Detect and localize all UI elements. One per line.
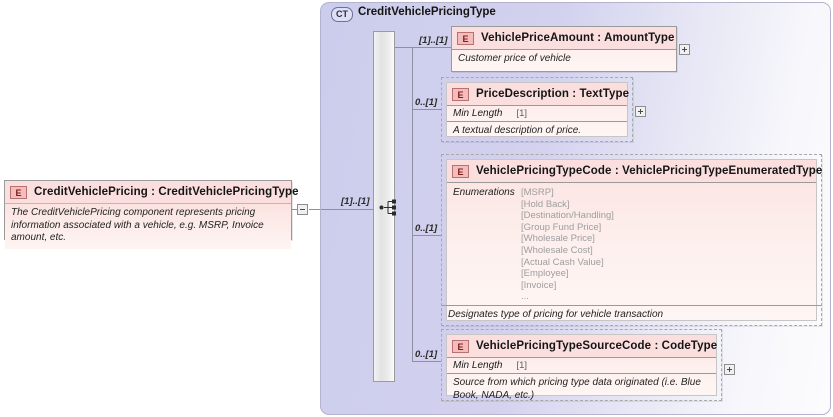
child-4-inner: E VehiclePricingTypeSourceCode : CodeTyp… [446,334,718,401]
root-element-box[interactable]: E CreditVehiclePricing : CreditVehiclePr… [4,180,299,249]
root-element-title: CreditVehiclePricing : CreditVehiclePric… [34,186,299,198]
child-1-documentation: Customer price of vehicle [452,49,676,70]
enumeration-value: [Invoice] [521,279,557,291]
child-4-connector-line [412,361,441,362]
element-box-vehiclepriceamount[interactable]: E VehiclePriceAmount : AmountType Custom… [451,26,677,72]
child-1-connector-line [412,47,452,48]
child-2-facet-row: Min Length [1] [447,105,627,121]
root-collapse-toggle[interactable] [297,204,308,215]
child-2-connector-line [412,109,441,110]
child-3-cardinality: 0..[1] [415,223,438,234]
enumeration-value: [Actual Cash Value] [521,256,604,268]
child-3-documentation: Designates type of pricing for vehicle t… [442,304,821,326]
child-4-cardinality: 0..[1] [415,349,438,360]
child-1-cardinality: [1]..[1] [419,35,448,46]
complextype-title: CreditVehiclePricingType [358,6,496,18]
compositor-incoming-line [321,209,373,210]
enumeration-value: [Destination/Handling] [521,210,614,222]
root-element-header: E CreditVehiclePricing : CreditVehiclePr… [5,181,299,203]
root-connector-stub-left [292,209,298,210]
element-badge-icon: E [457,31,474,45]
element-box-pricedescription[interactable]: E PriceDescription : TextType Min Length… [441,77,633,142]
child-4-title: VehiclePricingTypeSourceCode : CodeType [476,340,718,352]
child-2-cardinality: 0..[1] [415,97,438,108]
child-2-title: PriceDescription : TextType [476,88,630,100]
branch-trunk-line [412,47,413,361]
child-3-header: E VehiclePricingTypeCode : VehiclePricin… [447,160,822,182]
child-4-documentation: Source from which pricing type data orig… [447,373,716,406]
child-1-header: E VehiclePriceAmount : AmountType [452,27,676,49]
child-4-facet-value: [1] [516,360,528,371]
child-4-expand-toggle[interactable] [724,364,735,375]
child-3-enumerations-row: Enumerations [MSRP][Hold Back][Destinati… [447,182,816,305]
child-4-header: E VehiclePricingTypeSourceCode : CodeTyp… [447,335,718,357]
child-4-facet-row: Min Length [1] [447,357,716,373]
element-badge-icon: E [452,87,469,101]
enumeration-value: [Group Fund Price] [521,221,602,233]
element-badge-icon: E [10,185,27,199]
enumeration-value: [Wholesale Price] [521,233,595,245]
child-1-title: VehiclePriceAmount : AmountType [481,32,675,44]
enumeration-value: [MSRP] [521,187,554,198]
child-2-facet-value: [1] [516,108,528,119]
root-element-body: The CreditVehiclePricing component repre… [5,203,291,249]
root-connector-stub-right [309,209,321,210]
root-element-documentation: The CreditVehiclePricing component repre… [11,207,264,243]
enumeration-value: [Employee] [521,268,569,280]
sequence-compositor-icon [379,199,396,216]
child-2-header: E PriceDescription : TextType [447,83,630,105]
enumeration-value: ... [521,291,529,303]
child-1-expand-toggle[interactable] [679,44,690,55]
element-badge-icon: E [452,164,469,178]
enumeration-value: [Hold Back] [521,198,570,210]
compositor-cardinality: [1]..[1] [341,196,370,207]
child-3-title: VehiclePricingTypeCode : VehiclePricingT… [476,165,823,177]
child-3-inner: E VehiclePricingTypeCode : VehiclePricin… [442,159,822,321]
child-1-stub-line [395,47,413,48]
complextype-badge-icon: CT [331,7,353,22]
child-2-facet-name: Min Length [453,108,503,119]
child-3-connector-line [412,235,441,236]
child-2-documentation: A textual description of price. [447,121,627,142]
child-2-expand-toggle[interactable] [635,106,646,117]
element-badge-icon: E [452,339,469,353]
child-2-inner: E PriceDescription : TextType Min Length… [446,82,630,137]
element-box-vehiclepricingtypesourcecode[interactable]: E VehiclePricingTypeSourceCode : CodeTyp… [441,329,722,401]
child-3-enumerations-label: Enumerations [453,187,515,198]
enumeration-value: [Wholesale Cost] [521,244,593,256]
child-4-facet-name: Min Length [453,360,503,371]
element-box-vehiclepricingtypecode[interactable]: E VehiclePricingTypeCode : VehiclePricin… [441,154,822,326]
child-3-enumerations-values: [MSRP][Hold Back][Destination/Handling][… [521,187,614,303]
